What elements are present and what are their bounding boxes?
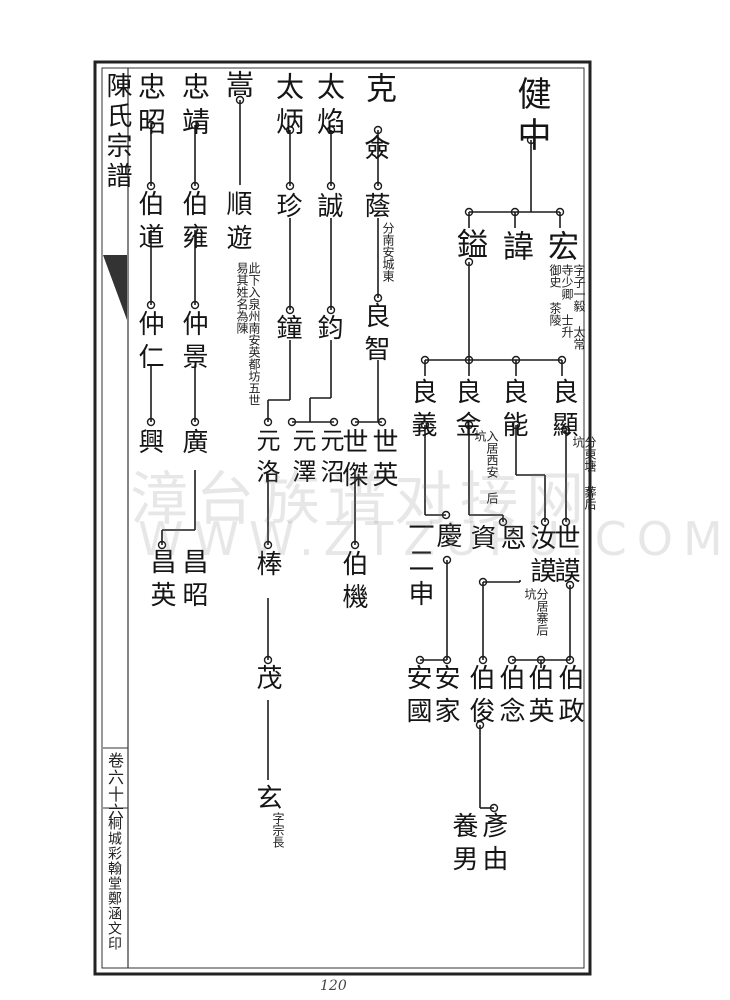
root-name: 健中 xyxy=(511,76,551,158)
name-yi: 鎰 xyxy=(451,228,487,266)
printer-imprint: 桐城彩翰堂鄭涵文印 xyxy=(106,816,122,951)
name-yuanluo: 元洛 xyxy=(252,428,280,490)
note-gao: 此下入泉州南安英都坊五世易其姓名為陳 xyxy=(235,262,261,406)
name-liangjin: 良金 xyxy=(451,378,481,444)
name-bozheng: 伯政 xyxy=(554,664,584,730)
note-liangjin: 入居西安 后坑 xyxy=(473,430,499,504)
name-xuan: 玄 xyxy=(252,784,282,817)
name-bodao: 伯道 xyxy=(134,190,164,256)
name-qian: 僉 xyxy=(360,134,390,167)
name-hong: 宏 xyxy=(542,230,578,268)
name-zhongzhao: 忠昭 xyxy=(134,72,167,142)
name-mao: 茂 xyxy=(252,664,282,697)
name-xing: 興 xyxy=(134,428,164,461)
book-title: 陳氏宗譜 xyxy=(102,72,132,192)
name-cheng: 誠 xyxy=(313,192,343,225)
name-yanyou: 彥由 xyxy=(478,812,508,878)
name-gao: 嵩 xyxy=(222,70,255,105)
name-liangneng: 良能 xyxy=(498,378,528,444)
name-bang: 棒 xyxy=(252,550,282,583)
note-xuan: 字宗長 xyxy=(271,812,285,848)
name-yangnan: 養男 xyxy=(448,812,478,878)
name-shiying: 世英 xyxy=(368,428,398,494)
name-taibing: 太炳 xyxy=(272,72,305,142)
name-shun: 順 xyxy=(222,190,252,223)
name-zhongjing: 忠靖 xyxy=(178,72,211,142)
name-zhongjing2: 仲景 xyxy=(178,310,208,376)
name-zhongren: 仲仁 xyxy=(134,310,164,376)
name-ruomo: 汝謨 xyxy=(526,524,556,590)
name-liangxian: 良顯 xyxy=(548,378,578,444)
section-label: 卷六十六 xyxy=(105,752,124,820)
name-bojun: 伯俊 xyxy=(465,664,495,730)
name-boji: 伯機 xyxy=(338,550,368,616)
name-boyong: 伯雍 xyxy=(178,190,208,256)
name-yuanzhao: 元沼 xyxy=(316,428,344,490)
name-changying: 昌英 xyxy=(146,548,176,614)
name-taiyan: 太焰 xyxy=(313,72,346,142)
name-you: 遊 xyxy=(222,224,252,257)
name-bonian: 伯念 xyxy=(495,664,525,730)
name-liangyi: 良義 xyxy=(407,378,437,444)
name-zhen: 鈞 xyxy=(313,314,343,347)
name-zi: 資 xyxy=(466,524,496,557)
name-shimo: 世謨 xyxy=(550,524,580,590)
name-hui: 諱 xyxy=(497,230,533,268)
note-ruomo: 分居寨后坑 xyxy=(523,588,549,636)
note-yin: 分南安城東 xyxy=(381,222,395,282)
name-boying: 伯英 xyxy=(524,664,554,730)
name-en: 恩 xyxy=(496,524,526,557)
name-qing: 慶 xyxy=(432,522,462,555)
note-liangxian: 分東塘 葬后坑 xyxy=(571,436,597,510)
outer-border xyxy=(93,60,592,976)
name-yiershen: 一二申 xyxy=(404,514,434,613)
name-zhong: 鐘 xyxy=(272,314,302,347)
note-hong: 字子一毅 太常寺少卿 士升 御史 茶陵 xyxy=(548,264,586,350)
page-number: 120 xyxy=(320,978,347,994)
name-anguo: 安國 xyxy=(402,664,432,730)
name-zhen2: 珍 xyxy=(272,192,302,225)
name-guang: 廣 xyxy=(178,428,208,461)
name-shijie: 世傑 xyxy=(338,428,368,494)
name-liangzhi: 良智 xyxy=(360,302,390,368)
name-changzhao: 昌昭 xyxy=(178,548,208,614)
name-ke: 克 xyxy=(360,72,396,110)
name-yin: 蔭 xyxy=(360,192,390,225)
inner-border xyxy=(101,67,585,969)
name-yuanze: 元澤 xyxy=(288,428,316,490)
name-anjia: 安家 xyxy=(430,664,460,730)
